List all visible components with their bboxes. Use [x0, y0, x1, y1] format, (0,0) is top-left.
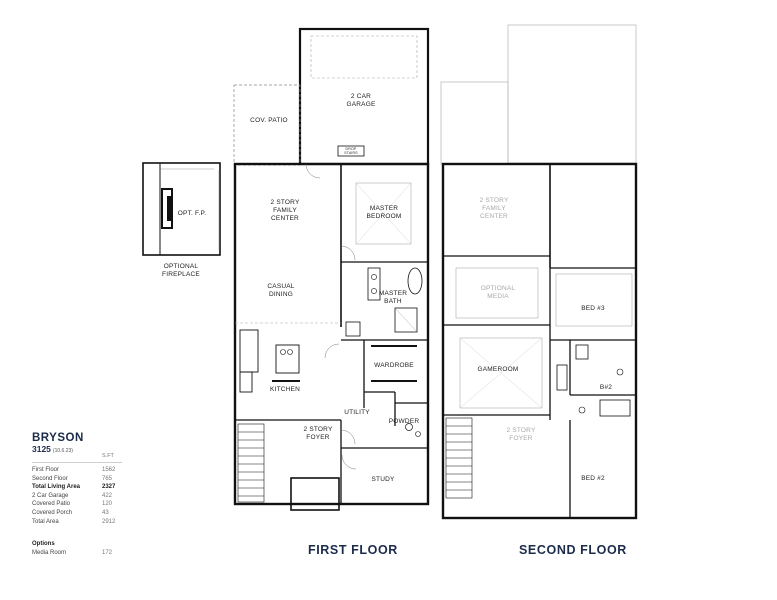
sf-family-label-line2: FAMILY [482, 205, 506, 212]
options-heading: Options [32, 541, 55, 547]
ff-foyer-label-line1: 2 STORY [304, 426, 333, 433]
area-unit-label: S.FT [102, 453, 114, 459]
fireplace-caption-line1: OPTIONAL [164, 263, 199, 270]
plan-name: BRYSON [32, 432, 84, 444]
ff-garage-label-line2: GARAGE [346, 101, 375, 108]
option-row-media-room: Media Room 172 [32, 550, 122, 556]
sf-foyer-label-line2: FOYER [509, 435, 532, 442]
area-label: Covered Porch [32, 509, 73, 516]
plan-revision: (10.6.23) [52, 448, 73, 454]
ff-family-label-line1: 2 STORY [271, 199, 300, 206]
area-label: Total Living Area [32, 484, 81, 491]
ff-study-label: STUDY [371, 476, 394, 483]
ff-master-bath-label-line1: MASTER [379, 290, 407, 297]
sf-b2-label: B#2 [600, 384, 612, 391]
area-label: Covered Patio [32, 501, 71, 508]
area-value: 2327 [102, 484, 116, 491]
first-floor-title: FIRST FLOOR [308, 543, 398, 557]
ff-family-label-line3: CENTER [271, 215, 299, 222]
sf-bed3-label: BED #3 [581, 305, 605, 312]
sf-bed2-label: BED #2 [581, 475, 605, 482]
area-label: First Floor [32, 467, 59, 473]
ff-casual-dining-label-line1: CASUAL [267, 283, 294, 290]
ff-family-label-line2: FAMILY [273, 207, 297, 214]
info-divider [32, 462, 122, 463]
area-label: Total Area [32, 518, 59, 525]
ff-kitchen-label: KITCHEN [270, 386, 300, 393]
area-value: 1562 [102, 467, 116, 473]
area-row: Covered Porch 43 [32, 509, 122, 518]
area-row: 2 Car Garage 422 [32, 492, 122, 501]
fireplace-room-label: OPT. F.P. [178, 210, 206, 217]
area-row: Total Living Area 2327 [32, 483, 122, 492]
area-row: First Floor 1562 [32, 466, 122, 475]
sf-gameroom-label: GAMEROOM [478, 366, 519, 373]
area-value: 2912 [102, 518, 116, 525]
optional-fireplace-detail: OPT. F.P. OPTIONAL FIREPLACE [142, 162, 221, 278]
sf-family-label-line3: CENTER [480, 213, 508, 220]
area-row: Second Floor 765 [32, 475, 122, 484]
ff-cov-patio-label: COV. PATIO [250, 117, 288, 124]
plan-code-line: 3125(10.6.23) [32, 444, 142, 456]
first-floor-plan: 2 CAR GARAGE DROP STAIRS COV. PATIO [233, 27, 430, 511]
area-value: 120 [102, 501, 113, 508]
area-row: Total Area 2912 [32, 518, 122, 527]
ff-drop-stairs-label-line2: STAIRS [344, 151, 358, 155]
ff-drop-stairs-label-line1: DROP [346, 147, 357, 151]
sf-optional-media-label-line1: OPTIONAL [481, 285, 516, 292]
area-label: 2 Car Garage [32, 492, 69, 499]
area-value: 422 [102, 492, 113, 499]
fireplace-caption-line2: FIREPLACE [162, 271, 200, 278]
second-floor-plan: 2 STORY FAMILY CENTER OPTIONAL MEDIA BED… [440, 24, 638, 520]
ff-utility-label: UTILITY [344, 409, 370, 416]
area-label: Second Floor [32, 475, 68, 482]
ff-master-bedroom-label-line1: MASTER [370, 205, 398, 212]
sf-optional-media-label-line2: MEDIA [487, 293, 509, 300]
option-value: 172 [102, 550, 113, 556]
plan-info-panel: BRYSON 3125(10.6.23) S.FT First Floor 156… [32, 432, 142, 556]
ff-master-bedroom-label-line2: BEDROOM [367, 213, 402, 220]
ff-garage-label-line1: 2 CAR [351, 93, 371, 100]
ff-casual-dining-label-line2: DINING [269, 291, 293, 298]
plan-code: 3125 [32, 444, 51, 454]
ff-master-bath-label-line2: BATH [384, 298, 402, 305]
area-row: Covered Patio 120 [32, 500, 122, 509]
ff-foyer-label-line2: FOYER [306, 434, 329, 441]
area-value: 43 [102, 509, 109, 516]
area-value: 765 [102, 475, 113, 482]
ff-powder-label: POWDER [389, 418, 420, 425]
sf-family-label-line1: 2 STORY [480, 197, 509, 204]
sf-foyer-label-line1: 2 STORY [507, 427, 536, 434]
option-label: Media Room [32, 550, 67, 556]
ff-wardrobe-label: WARDROBE [374, 362, 414, 369]
second-floor-title: SECOND FLOOR [519, 543, 627, 557]
